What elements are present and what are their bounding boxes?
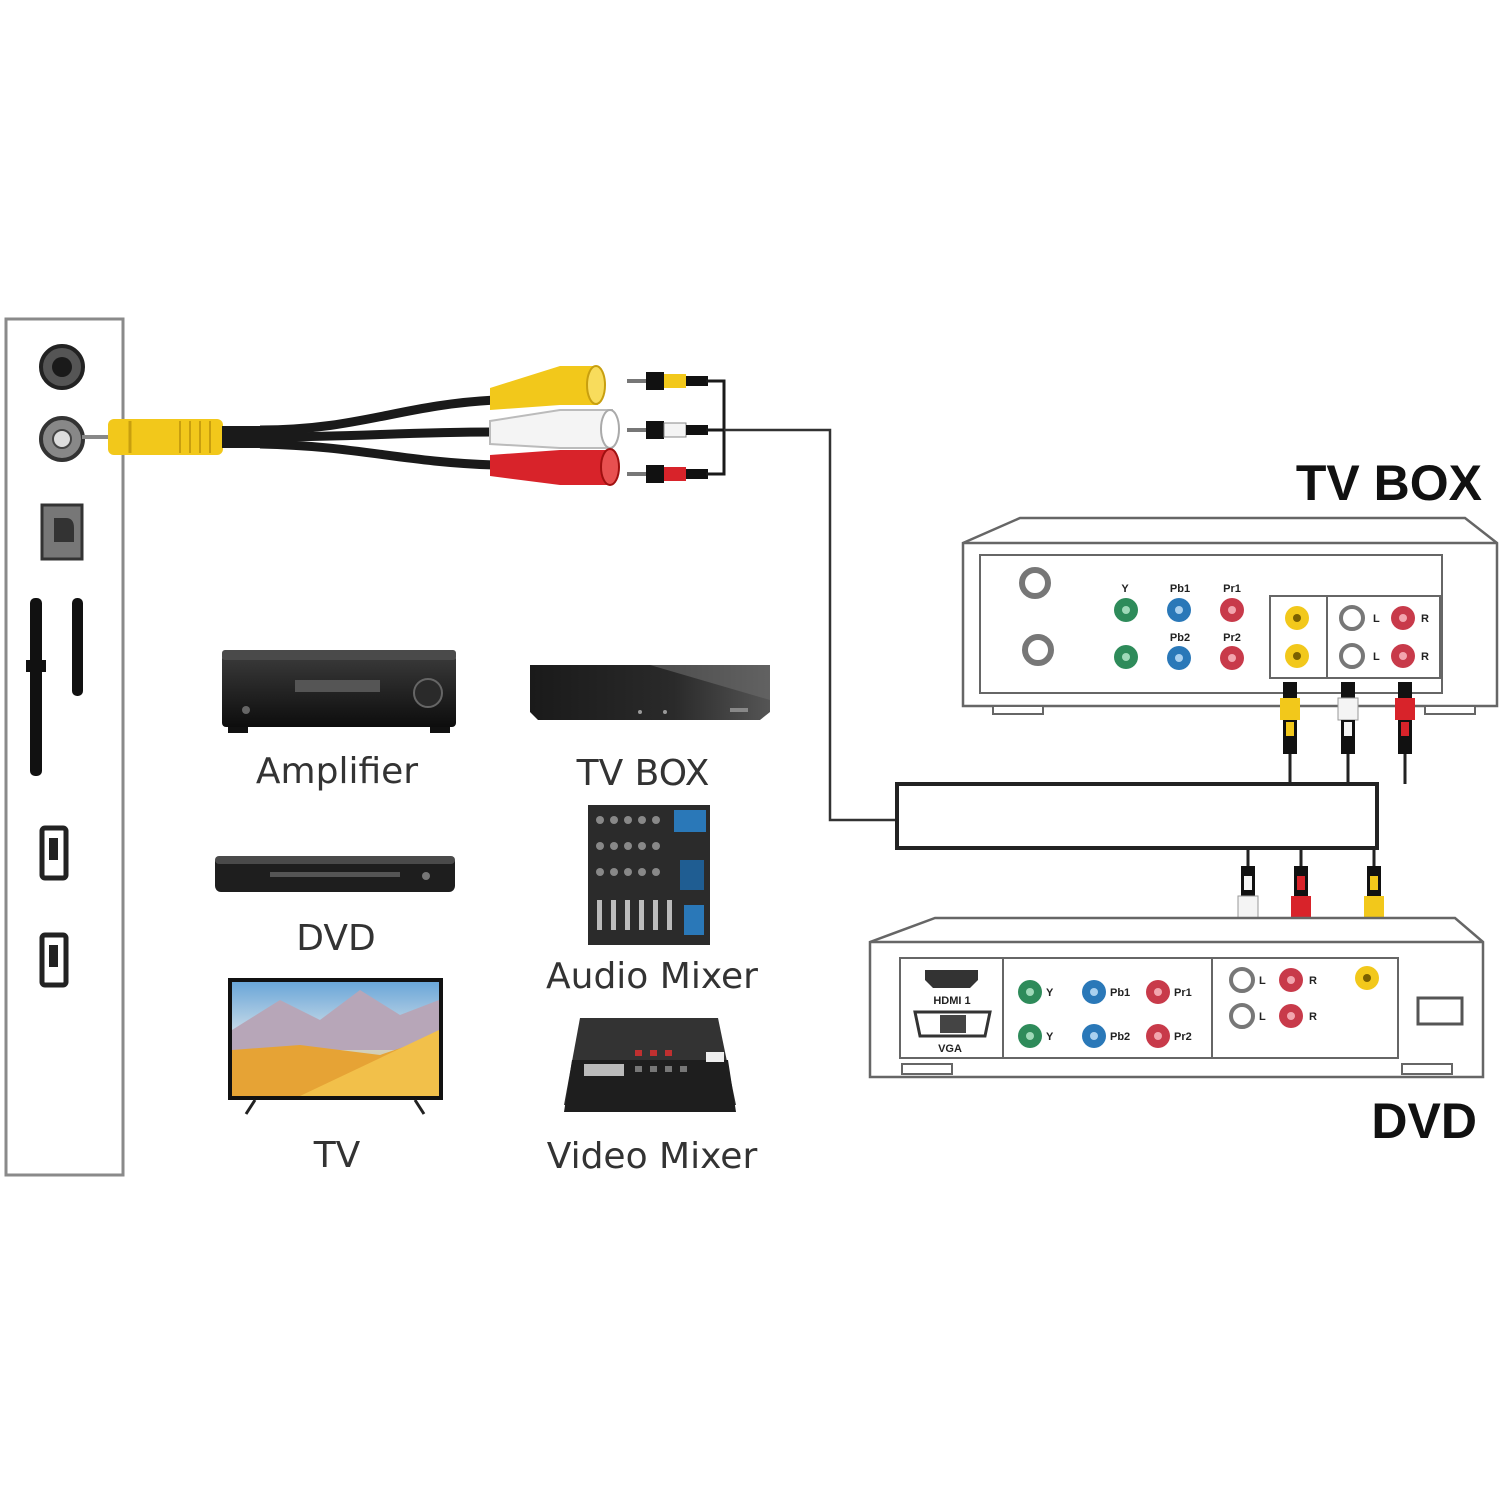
port-label: HDMI 1	[933, 995, 970, 1007]
usb-port-icon	[39, 932, 69, 988]
device-label-amplifier: Amplifier	[256, 751, 418, 792]
usb-port-icon	[39, 825, 69, 881]
dvd-rear-panel: HDMI 1 VGA Y Y Pb1 Pb2 Pr1 Pr2 L R L R	[868, 916, 1485, 1079]
audio-left-jack	[1339, 643, 1365, 669]
port-label: L	[1259, 975, 1266, 987]
port-label: Y	[1121, 583, 1129, 595]
port-label: VGA	[938, 1043, 962, 1055]
port-label: L	[1259, 1011, 1266, 1023]
dvd-device	[215, 856, 455, 892]
yellow-rca-male	[627, 372, 708, 390]
yellow-rca-female	[490, 366, 598, 410]
hdmi-port-icon	[925, 970, 978, 988]
port-label: Pb1	[1110, 987, 1130, 999]
device-label-tv-box: TV BOX	[576, 753, 710, 794]
audio-left-jack	[1229, 967, 1255, 993]
tv-box-title: TV BOX	[1296, 455, 1482, 511]
port-label: L	[1373, 651, 1380, 663]
tv-side-panel	[4, 317, 125, 1177]
port-label: L	[1373, 613, 1380, 625]
device-label-audio-mixer: Audio Mixer	[546, 956, 758, 997]
dvd-title: DVD	[1371, 1093, 1477, 1149]
coax-jack-icon	[1019, 567, 1051, 599]
red-rca-female	[490, 450, 612, 485]
video-mixer-device	[564, 1018, 736, 1112]
port-label: R	[1309, 1011, 1317, 1023]
amplifier-device	[222, 650, 456, 733]
dvd-power-socket-icon	[1416, 996, 1464, 1026]
device-label-video-mixer: Video Mixer	[547, 1136, 758, 1177]
splitter-junction-box	[895, 782, 1379, 850]
card-slot-icon	[30, 598, 42, 776]
card-slot-small-icon	[72, 598, 83, 696]
av-splitter-cable	[82, 365, 726, 486]
port-label: Y	[1046, 987, 1054, 999]
tv-box-device	[530, 665, 770, 720]
tv-box-plugs	[1280, 682, 1415, 784]
tv-box-rear-panel: Y Pb1 Pb2 Pr1 Pr2 L R L R	[961, 516, 1499, 715]
audio-left-jack	[1229, 1003, 1255, 1029]
port-label: Pr2	[1174, 1031, 1192, 1043]
port-label: R	[1421, 651, 1429, 663]
coax-jack-icon	[1022, 634, 1054, 666]
port-label: Pr2	[1223, 632, 1241, 644]
tv-device	[228, 978, 443, 1115]
yellow-rca-plug	[108, 419, 223, 455]
white-rca-female	[489, 409, 613, 449]
connection-lines	[724, 428, 1379, 850]
device-label-tv: TV	[313, 1135, 361, 1176]
port-label: Y	[1046, 1031, 1054, 1043]
port-label: R	[1421, 613, 1429, 625]
red-rca-male	[627, 465, 708, 483]
port-label: R	[1309, 975, 1317, 987]
white-rca-male	[627, 421, 708, 439]
port-label: Pb2	[1110, 1031, 1130, 1043]
port-label: Pr1	[1223, 583, 1241, 595]
audio-left-jack	[1339, 605, 1365, 631]
device-label-dvd: DVD	[296, 918, 375, 959]
audio-mixer-device	[588, 805, 710, 945]
port-label: Pb1	[1170, 583, 1190, 595]
port-label: Pb2	[1170, 632, 1190, 644]
port-label: Pr1	[1174, 987, 1192, 999]
